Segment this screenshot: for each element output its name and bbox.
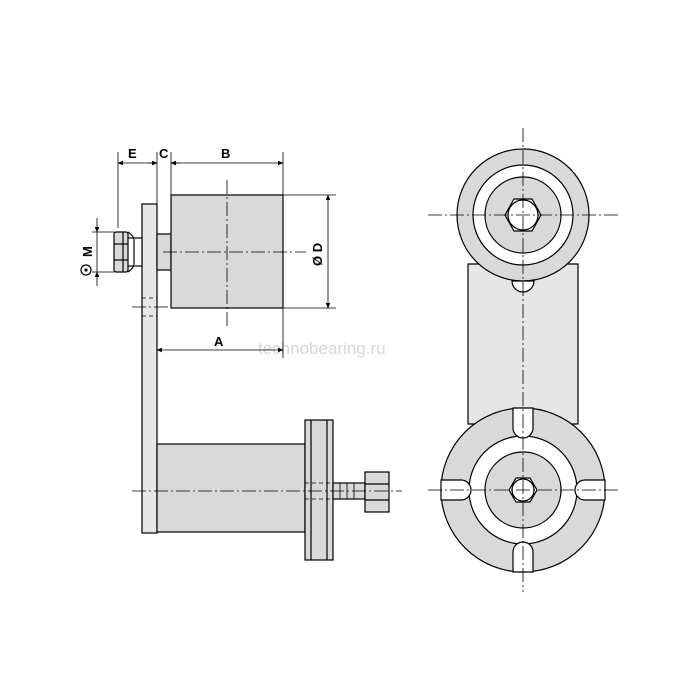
dim-a-label: A [214,334,224,349]
dim-e-label: E [128,146,137,161]
side-view: E C B A Ø D M [80,146,402,561]
thread-symbol-icon [80,264,92,276]
axle-nut [113,231,143,273]
dim-b-label: B [221,146,230,161]
watermark-text: technobearing.ru [258,339,386,358]
front-view [428,128,618,592]
tensioner-cylinder [156,443,306,533]
tensioner-flange [304,419,334,561]
mounting-bolt [332,471,390,513]
arm-plate [141,203,158,534]
dim-m-label: M [80,246,95,257]
dim-c-label: C [159,146,169,161]
dim-d-label: Ø D [310,243,325,266]
